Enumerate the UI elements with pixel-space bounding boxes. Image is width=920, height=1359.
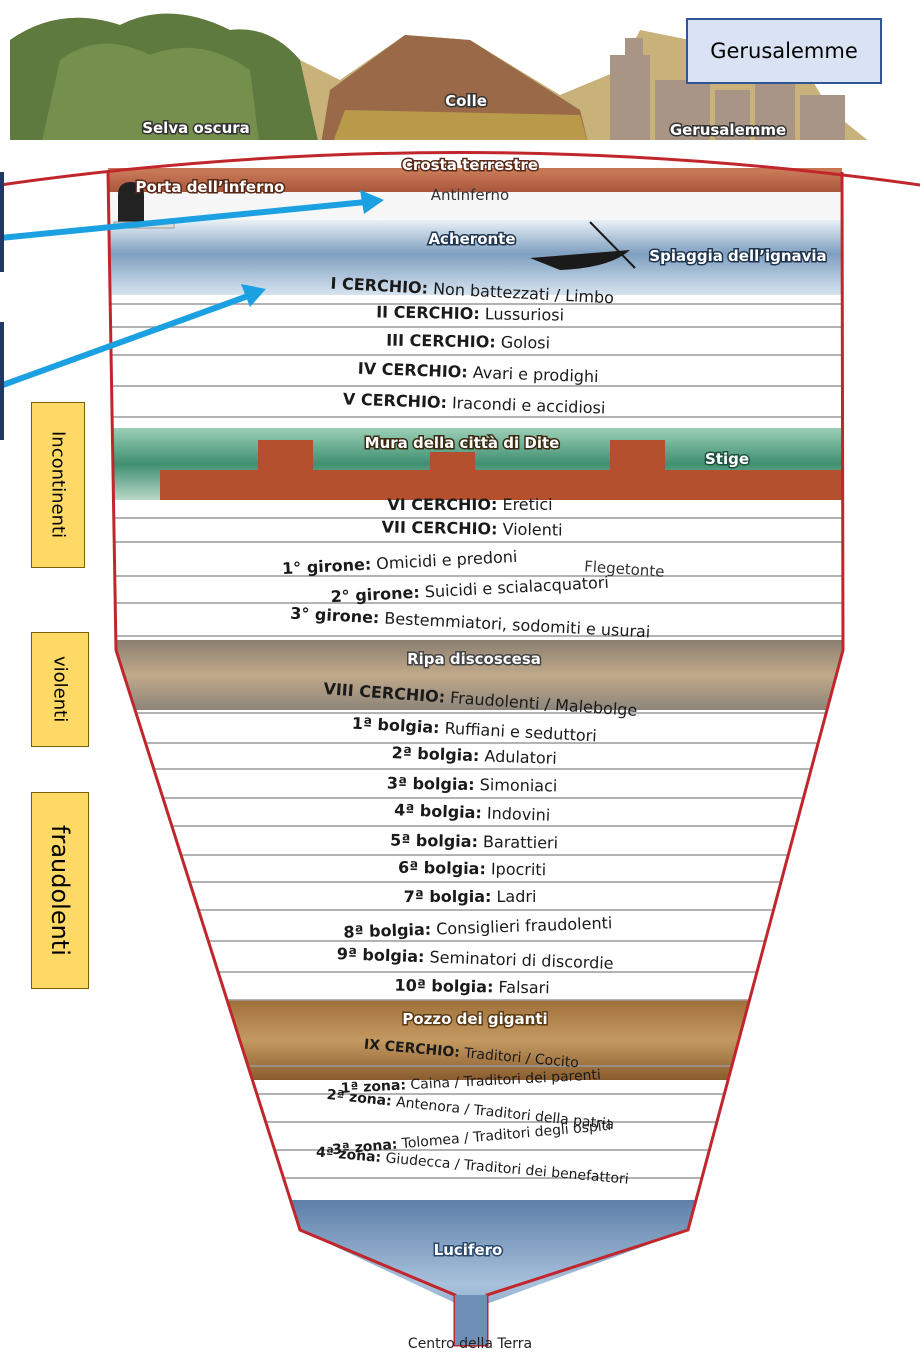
gerusalemme-label: Gerusalemme (670, 121, 786, 139)
circle-label-bold: 3° girone: (290, 604, 380, 628)
circle-label-bold: 1° girone: (282, 555, 372, 579)
circle-label: 10ª bolgia: Falsari (394, 976, 549, 998)
circle-label-bold: 1ª bolgia: (351, 714, 440, 738)
centro-label: Centro della Terra (408, 1336, 532, 1352)
circle-label-bold: 3ª bolgia: (387, 774, 475, 795)
acheronte-label: Acheronte (428, 230, 515, 248)
fraudolenti-label: fraudolenti (46, 825, 74, 956)
circle-label-bold: 5ª bolgia: (390, 831, 478, 852)
circle-label: III CERCHIO: Golosi (386, 331, 550, 353)
circle-label: VI CERCHIO: Eretici (387, 495, 552, 514)
circle-label-bold: 9ª bolgia: (336, 944, 424, 966)
ripa-layer (108, 640, 843, 710)
circle-label-text: Avari e prodighi (467, 363, 599, 387)
circle-label-text: Falsari (493, 977, 550, 997)
circle-label-bold: 10ª bolgia: (394, 976, 493, 997)
circle-label-bold: 3ª zona: (332, 1137, 398, 1159)
gerusalemme-callout: Gerusalemme (686, 18, 882, 84)
flegetonte-label: Flegetonte (584, 557, 666, 581)
dis-walls (160, 440, 843, 500)
porta-label: Porta dell’inferno (135, 178, 284, 196)
circle-label-bold: III CERCHIO: (386, 331, 496, 352)
crust-layer (108, 168, 843, 192)
antinferno-label: Antinferno (431, 186, 509, 204)
violenti-label: violenti (49, 656, 71, 723)
arrow-antinferno (0, 199, 367, 241)
circle-label-bold: VII CERCHIO: (381, 517, 497, 538)
side-marker-middle (0, 322, 4, 440)
circle-label: VII CERCHIO: Violenti (381, 517, 562, 539)
arrowhead-antinferno (360, 190, 384, 214)
incontinenti-box: Incontinenti (31, 402, 85, 568)
circle-label-bold: II CERCHIO: (376, 302, 480, 323)
earth-surface-line (0, 151, 920, 187)
circle-label-bold: IV CERCHIO: (357, 359, 468, 382)
circle-label-text: Adulatori (479, 746, 557, 768)
incontinenti-label: Incontinenti (47, 431, 69, 539)
lucifero-label: Lucifero (434, 1241, 503, 1259)
side-marker-top (0, 172, 4, 272)
circle-label-text: Barattieri (478, 832, 558, 852)
circle-label-bold: 7ª bolgia: (404, 887, 492, 906)
circle-label-text: Violenti (497, 519, 562, 539)
circle-label-text: Lussuriosi (480, 304, 565, 324)
circle-label-text: Golosi (496, 332, 551, 352)
earth-center-shaft (455, 1295, 487, 1345)
circle-label: 2ª bolgia: Adulatori (391, 743, 557, 768)
selva-label: Selva oscura (142, 119, 250, 137)
circle-label-text: Ladri (491, 887, 536, 906)
circle-label-bold: 2° girone: (330, 583, 420, 607)
circle-label-bold: 4ª zona: (315, 1144, 381, 1166)
circle-label-bold: V CERCHIO: (343, 389, 448, 412)
circle-label-bold: 4ª bolgia: (394, 800, 482, 822)
violenti-box: violenti (31, 632, 89, 747)
circle-label: V CERCHIO: Iracondi e accidiosi (343, 389, 606, 417)
circle-label-text: Ipocriti (486, 859, 547, 879)
circle-label-bold: 6ª bolgia: (398, 858, 486, 879)
circle-label: IV CERCHIO: Avari e prodighi (357, 359, 598, 386)
circle-label-bold: 2ª bolgia: (391, 743, 479, 765)
arrow-limbo (0, 293, 250, 389)
colle-label: Colle (445, 92, 487, 110)
arrows (0, 190, 384, 389)
circle-label: 6ª bolgia: Ipocriti (398, 858, 546, 880)
circle-label-text: Eretici (497, 495, 552, 514)
circle-label-text: Simoniaci (474, 775, 557, 795)
ripa-label: Ripa discoscesa (407, 650, 541, 668)
crosta-label: Crosta terrestre (402, 156, 538, 174)
boat-icon (530, 221, 636, 270)
circle-label: 3ª bolgia: Simoniaci (387, 774, 558, 796)
fraudolenti-box: fraudolenti (31, 792, 89, 989)
circle-label: 4ª bolgia: Indovini (394, 800, 551, 824)
circle-label: 7ª bolgia: Ladri (404, 887, 537, 906)
pozzo-label: Pozzo dei giganti (402, 1010, 547, 1028)
spiaggia-label: Spiaggia dell’ignavia (649, 247, 826, 265)
surface-landscape (0, 13, 920, 180)
circle-label-bold: VI CERCHIO: (387, 495, 497, 514)
acheron-layer (108, 220, 843, 295)
arrowhead-limbo (241, 284, 266, 307)
circle-label-bold: 8ª bolgia: (343, 920, 431, 942)
circle-label-bold: 1ª zona: (340, 1077, 406, 1096)
circle-label-text: Indovini (482, 803, 551, 824)
circle-label: II CERCHIO: Lussuriosi (376, 302, 564, 324)
circle-label-bold: 2ª zona: (326, 1087, 393, 1110)
mura-label: Mura della città di Dite (365, 434, 560, 452)
circle-label: 5ª bolgia: Barattieri (390, 831, 558, 853)
stige-label: Stige (705, 450, 749, 468)
